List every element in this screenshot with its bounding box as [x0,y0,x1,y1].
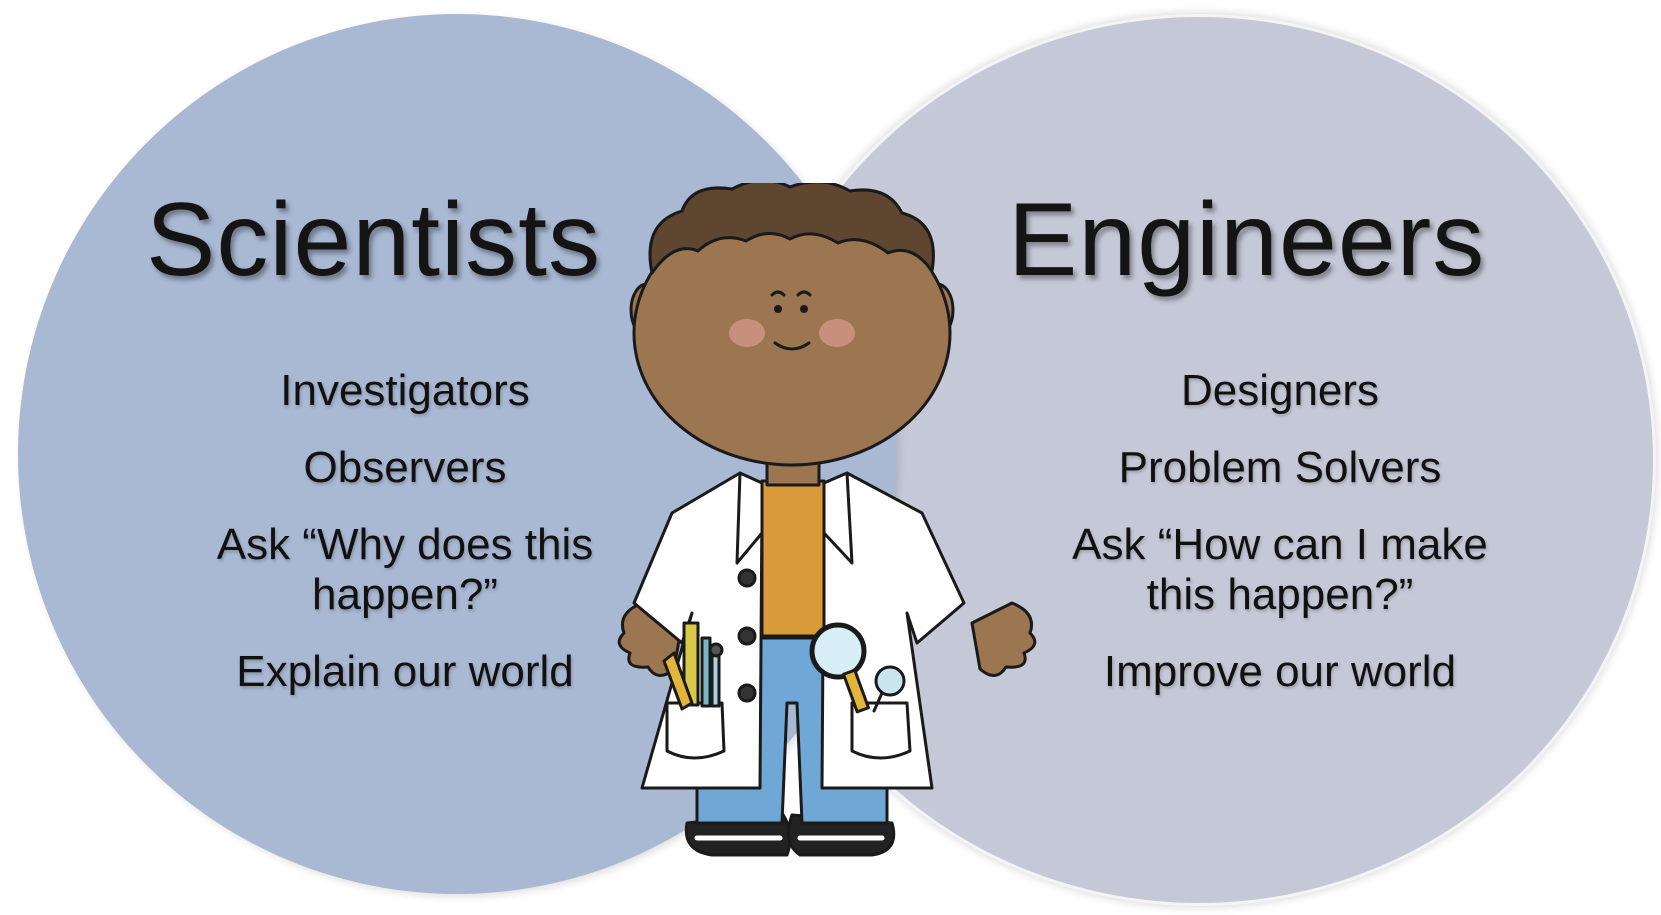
engineers-heading: Engineers [1008,182,1486,298]
scientist-trait: happen?” [312,570,498,619]
scientists-heading: Scientists [146,182,602,298]
scientists-traits: Investigators Observers Ask “Why does th… [170,366,640,697]
engineer-trait: Problem Solvers [1118,443,1442,492]
kid-scientist-icon [617,183,1037,857]
engineers-traits: Designers Problem Solvers Ask “How can I… [1000,366,1560,697]
scientist-trait: Investigators [280,366,530,415]
scientist-trait: Explain our world [236,647,574,696]
engineer-trait: Improve our world [1103,647,1457,696]
engineer-trait: Designers [1180,366,1380,415]
engineer-trait: this happen?” [1146,570,1414,619]
scientist-trait: Observers [303,443,507,492]
engineer-trait: Ask “How can I make [1072,520,1488,569]
scientist-trait: Ask “Why does this [216,520,594,569]
